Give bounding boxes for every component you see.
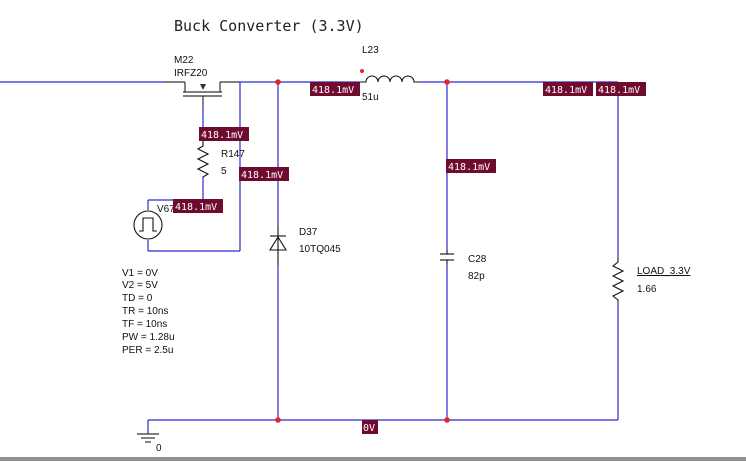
schematic-title: Buck Converter (3.3V) <box>174 17 364 35</box>
load-resistor-symbol[interactable] <box>611 258 625 302</box>
probe-output-1[interactable]: 418.1mV <box>543 82 593 96</box>
probe-switch-node[interactable]: 418.1mV <box>310 82 360 96</box>
source-param-per: PER = 2.5u <box>122 345 173 356</box>
source-param-tr: TR = 10ns <box>122 306 168 317</box>
probe-source-drive-text: 418.1mV <box>175 202 217 213</box>
inductor-polarity-dot <box>360 69 364 73</box>
diode-ref-label: D37 <box>299 227 318 238</box>
mosfet-part-label: IRFZ20 <box>174 68 208 79</box>
capacitor-symbol[interactable] <box>440 250 454 264</box>
pulse-source-symbol[interactable] <box>133 210 163 240</box>
ground-label: 0 <box>156 443 162 454</box>
source-param-v1: V1 = 0V <box>122 268 158 279</box>
source-param-td: TD = 0 <box>122 293 153 304</box>
capacitor-ref-label: C28 <box>468 254 487 265</box>
mosfet-symbol[interactable] <box>164 81 240 106</box>
probe-switch-node-2-text: 418.1mV <box>241 170 283 181</box>
junction-dots <box>275 79 450 423</box>
resistor-ref-label: R147 <box>221 149 245 160</box>
ground-symbol <box>137 433 159 443</box>
source-param-tf: TF = 10ns <box>122 319 167 330</box>
inductor-symbol[interactable] <box>357 69 420 83</box>
source-ref-label: V67 <box>157 204 175 215</box>
junction-dot-output <box>444 79 450 85</box>
probe-switch-node-text: 418.1mV <box>312 85 354 96</box>
probe-gate-text: 418.1mV <box>201 130 243 141</box>
resistor-value-label: 5 <box>221 166 227 177</box>
junction-dot-switch <box>275 79 281 85</box>
probe-output-2-text: 418.1mV <box>598 85 640 96</box>
junction-dot-gnd-cap <box>444 417 450 423</box>
probe-output-1-text: 418.1mV <box>545 85 587 96</box>
probe-switch-node-2[interactable]: 418.1mV <box>239 167 289 181</box>
resistor-symbol[interactable] <box>196 142 210 178</box>
load-value-label: 1.66 <box>637 284 657 295</box>
load-ref-label: LOAD_3.3V <box>637 266 691 277</box>
probe-cap-node-text: 418.1mV <box>448 162 490 173</box>
inductor-value-label: 51u <box>362 92 379 103</box>
wires <box>0 81 619 434</box>
source-params: V1 = 0V V2 = 5V TD = 0 TR = 10ns TF = 10… <box>122 268 175 356</box>
probe-source-drive[interactable]: 418.1mV <box>173 199 223 213</box>
diode-part-label: 10TQ045 <box>299 244 341 255</box>
probe-gate[interactable]: 418.1mV <box>199 127 249 141</box>
inductor-ref-label: L23 <box>362 45 379 56</box>
probe-ground-text: 0V <box>363 423 375 434</box>
capacitor-value-label: 82p <box>468 271 485 282</box>
voltage-probes: 418.1mV 418.1mV 418.1mV 418.1mV 418.1mV … <box>173 82 646 434</box>
source-param-v2: V2 = 5V <box>122 280 158 291</box>
source-param-pw: PW = 1.28u <box>122 332 175 343</box>
mosfet-ref-label: M22 <box>174 55 194 66</box>
probe-ground[interactable]: 0V <box>362 420 378 434</box>
probe-cap-node[interactable]: 418.1mV <box>446 159 496 173</box>
window-bottom-edge <box>0 457 746 461</box>
diode-symbol[interactable] <box>269 226 287 266</box>
junction-dot-gnd-diode <box>275 417 281 423</box>
probe-output-2[interactable]: 418.1mV <box>596 82 646 96</box>
